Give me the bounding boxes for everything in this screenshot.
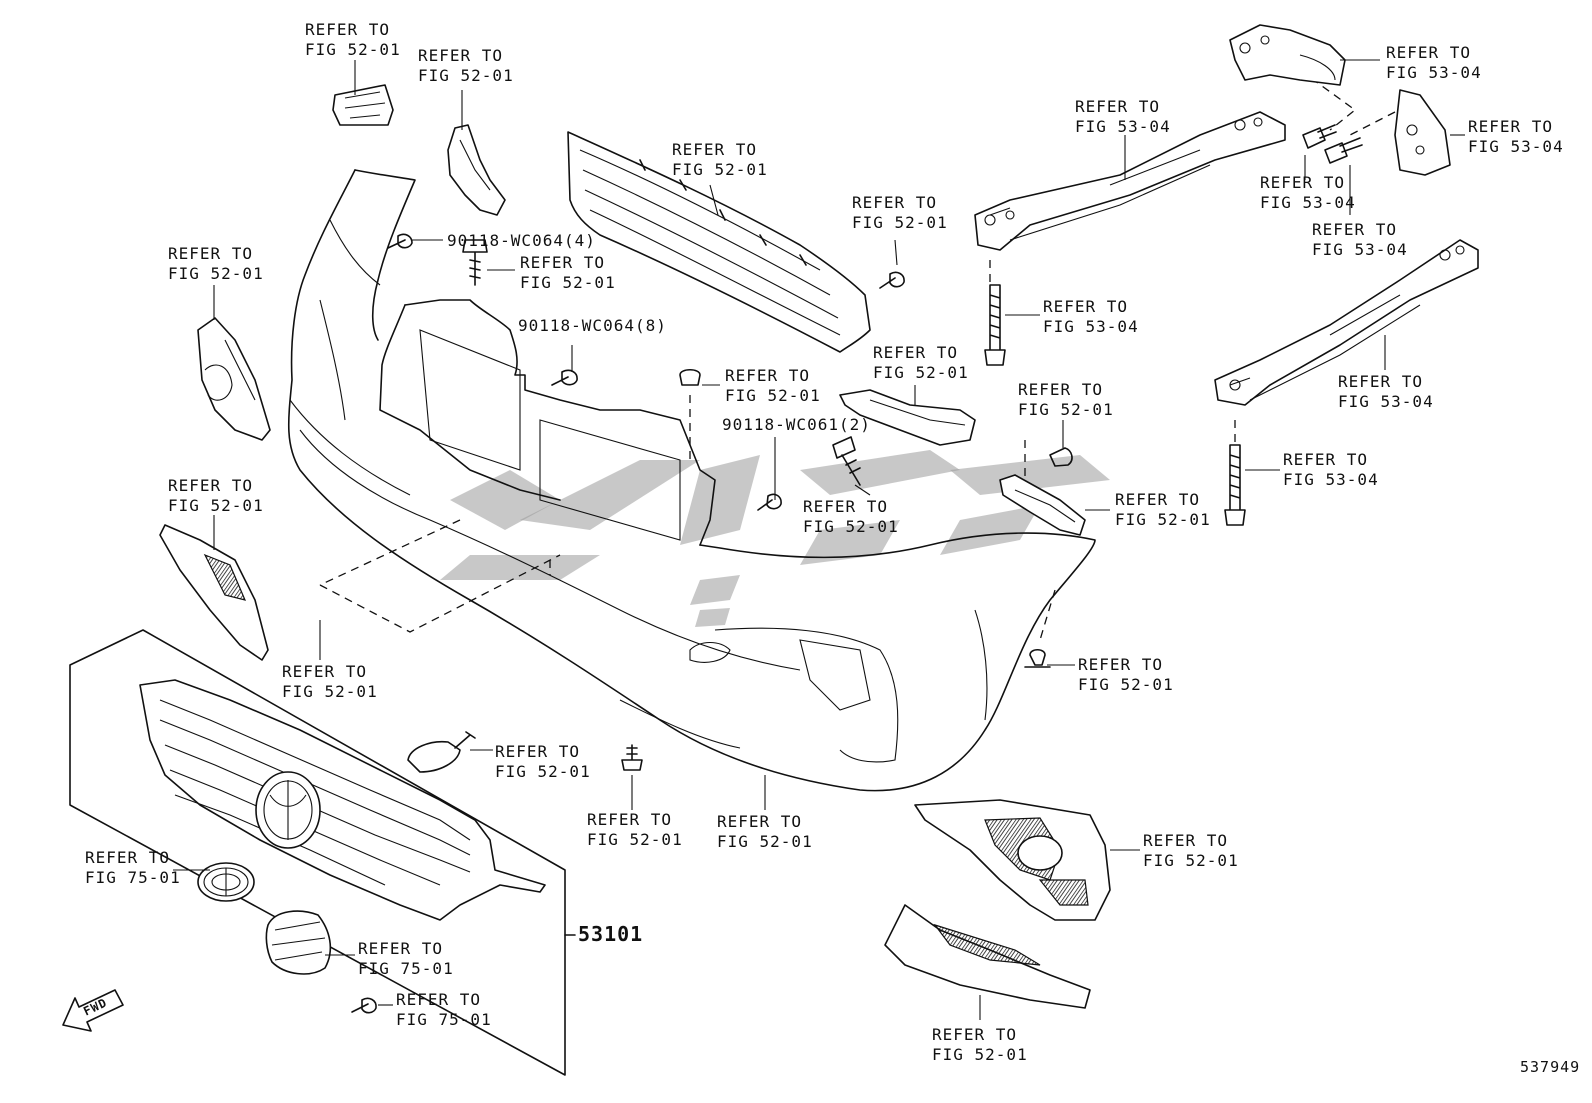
emblem-drawing — [197, 862, 255, 902]
watermark-logo — [440, 450, 1110, 627]
part-number-screw-8: 90118-WC064(8) — [518, 316, 667, 335]
left-retainer-drawing — [197, 317, 271, 441]
assembly-number: 53101 — [578, 922, 644, 946]
top-bracket-drawing — [447, 124, 506, 216]
lower-cover-drawing — [884, 904, 1091, 1009]
right-retainer-drawing — [999, 474, 1086, 536]
emblem-plate-drawing — [265, 910, 332, 975]
fasteners — [351, 124, 1363, 1014]
fog-bezel-drawing — [914, 799, 1111, 921]
fwd-arrow-icon — [62, 989, 124, 1032]
left-lower-bracket-drawing — [159, 524, 269, 661]
top-plate-drawing — [1229, 24, 1346, 86]
attachment-lines — [319, 69, 1396, 641]
top-left-clip-drawing — [332, 84, 394, 126]
leader-lines — [173, 59, 1465, 1020]
lower-arm-drawing — [1214, 239, 1479, 406]
front-grille-drawing — [139, 679, 546, 921]
reference-number: 537949 — [1520, 1058, 1581, 1076]
tow-cap-drawing — [407, 731, 476, 773]
part-number-screw-4: 90118-WC064(4) — [447, 231, 596, 250]
grille-assembly-outline — [69, 629, 576, 1076]
side-bracket-drawing — [1394, 89, 1451, 176]
upper-grille-drawing — [567, 131, 871, 353]
part-number-screw-2: 90118-WC061(2) — [722, 415, 871, 434]
right-support-drawing — [839, 389, 976, 446]
